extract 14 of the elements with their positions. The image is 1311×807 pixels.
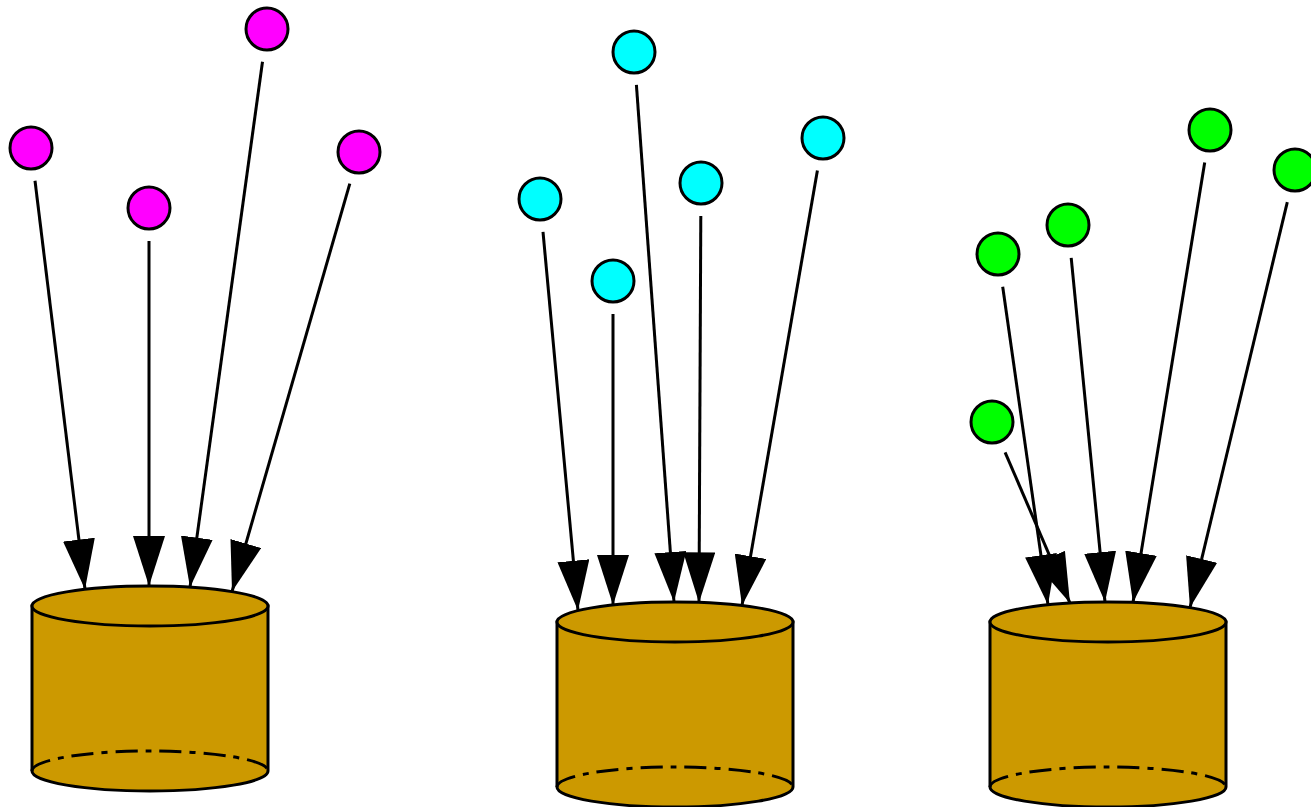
arrow <box>634 84 687 603</box>
arrow <box>1069 257 1117 603</box>
arrow <box>1186 201 1289 608</box>
arrow <box>1001 286 1057 605</box>
arrow <box>734 170 819 606</box>
arrow <box>597 314 629 605</box>
arrow <box>1003 451 1072 604</box>
arrow <box>541 231 590 611</box>
arrow <box>683 216 716 603</box>
arrow <box>181 61 264 588</box>
arrow <box>33 180 95 590</box>
arrow <box>133 241 165 586</box>
arrow <box>230 183 352 592</box>
arrow <box>1125 162 1207 603</box>
